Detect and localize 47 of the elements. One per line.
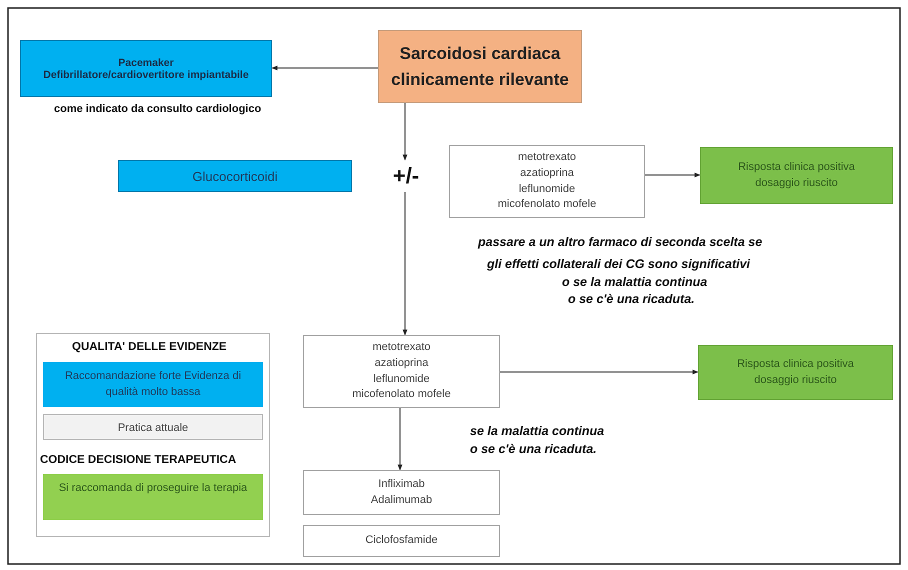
legend-text: Raccomandazione forte Evidenza di qualità molto bassa — [64, 369, 242, 400]
node-text: leflunomide — [518, 182, 576, 196]
node-text: metotrexato — [518, 150, 576, 165]
arrow — [500, 370, 699, 374]
condition-note: o se c'è una ricaduta. — [470, 442, 597, 456]
arrow — [644, 172, 701, 178]
node-text: dosaggio riuscito — [754, 372, 837, 388]
node-text: azatioprina — [520, 166, 574, 181]
condition-note: se la malattia continua — [470, 424, 604, 438]
condition-note: gli effetti collaterali dei CG sono significativi — [487, 257, 750, 271]
node-text: azatioprina — [374, 356, 428, 371]
legend-heading: QUALITA' DELLE EVIDENZE — [72, 341, 227, 353]
drug-box — [303, 470, 500, 515]
legend-heading: CODICE DECISIONE TERAPEUTICA — [40, 454, 236, 466]
node-text: leflunomide — [373, 372, 430, 386]
condition-note: passare a un altro farmaco di seconda scelta se — [478, 235, 762, 249]
legend-text: Si raccomanda di proseguire la terapia — [58, 481, 248, 496]
drug-box — [303, 335, 500, 408]
process-box — [118, 160, 352, 192]
arrow — [398, 408, 402, 471]
arrow — [402, 102, 408, 161]
node-text: Defibrillatore/cardiovertitore impiantabile — [43, 68, 249, 80]
node-text: Adalimumab — [370, 492, 432, 508]
note-text: come indicato da consulto cardiologico — [54, 103, 262, 115]
node-text: +/- — [392, 163, 420, 189]
condition-note: o se la malattia continua — [562, 275, 708, 289]
node-text: dosaggio riuscito — [755, 176, 838, 190]
node-text: Sarcoidosi cardiaca clinicamente rilevante — [390, 43, 570, 90]
outcome-box — [698, 345, 893, 400]
condition-note: o se c'è una ricaduta. — [568, 292, 695, 306]
node-text: Infliximab — [378, 476, 425, 492]
node-text: Pacemaker — [118, 56, 174, 68]
process-box — [378, 30, 582, 103]
node-text: micofenolato mofele — [352, 387, 451, 402]
arrow — [271, 66, 378, 70]
node-text: Glucocorticoidi — [192, 168, 278, 184]
process-box — [20, 40, 272, 97]
node-text: micofenolato mofele — [498, 197, 596, 212]
node-text: metotrexato — [372, 340, 431, 355]
arrow — [402, 192, 408, 336]
node-text: Ciclofosfamide — [365, 533, 438, 548]
drug-box — [449, 145, 645, 218]
outcome-box — [700, 147, 893, 204]
node-text: Risposta clinica positiva — [738, 160, 855, 175]
legend-text: Pratica attuale — [116, 421, 190, 436]
drug-box — [303, 525, 500, 557]
node-text: Risposta clinica positiva — [737, 356, 854, 372]
